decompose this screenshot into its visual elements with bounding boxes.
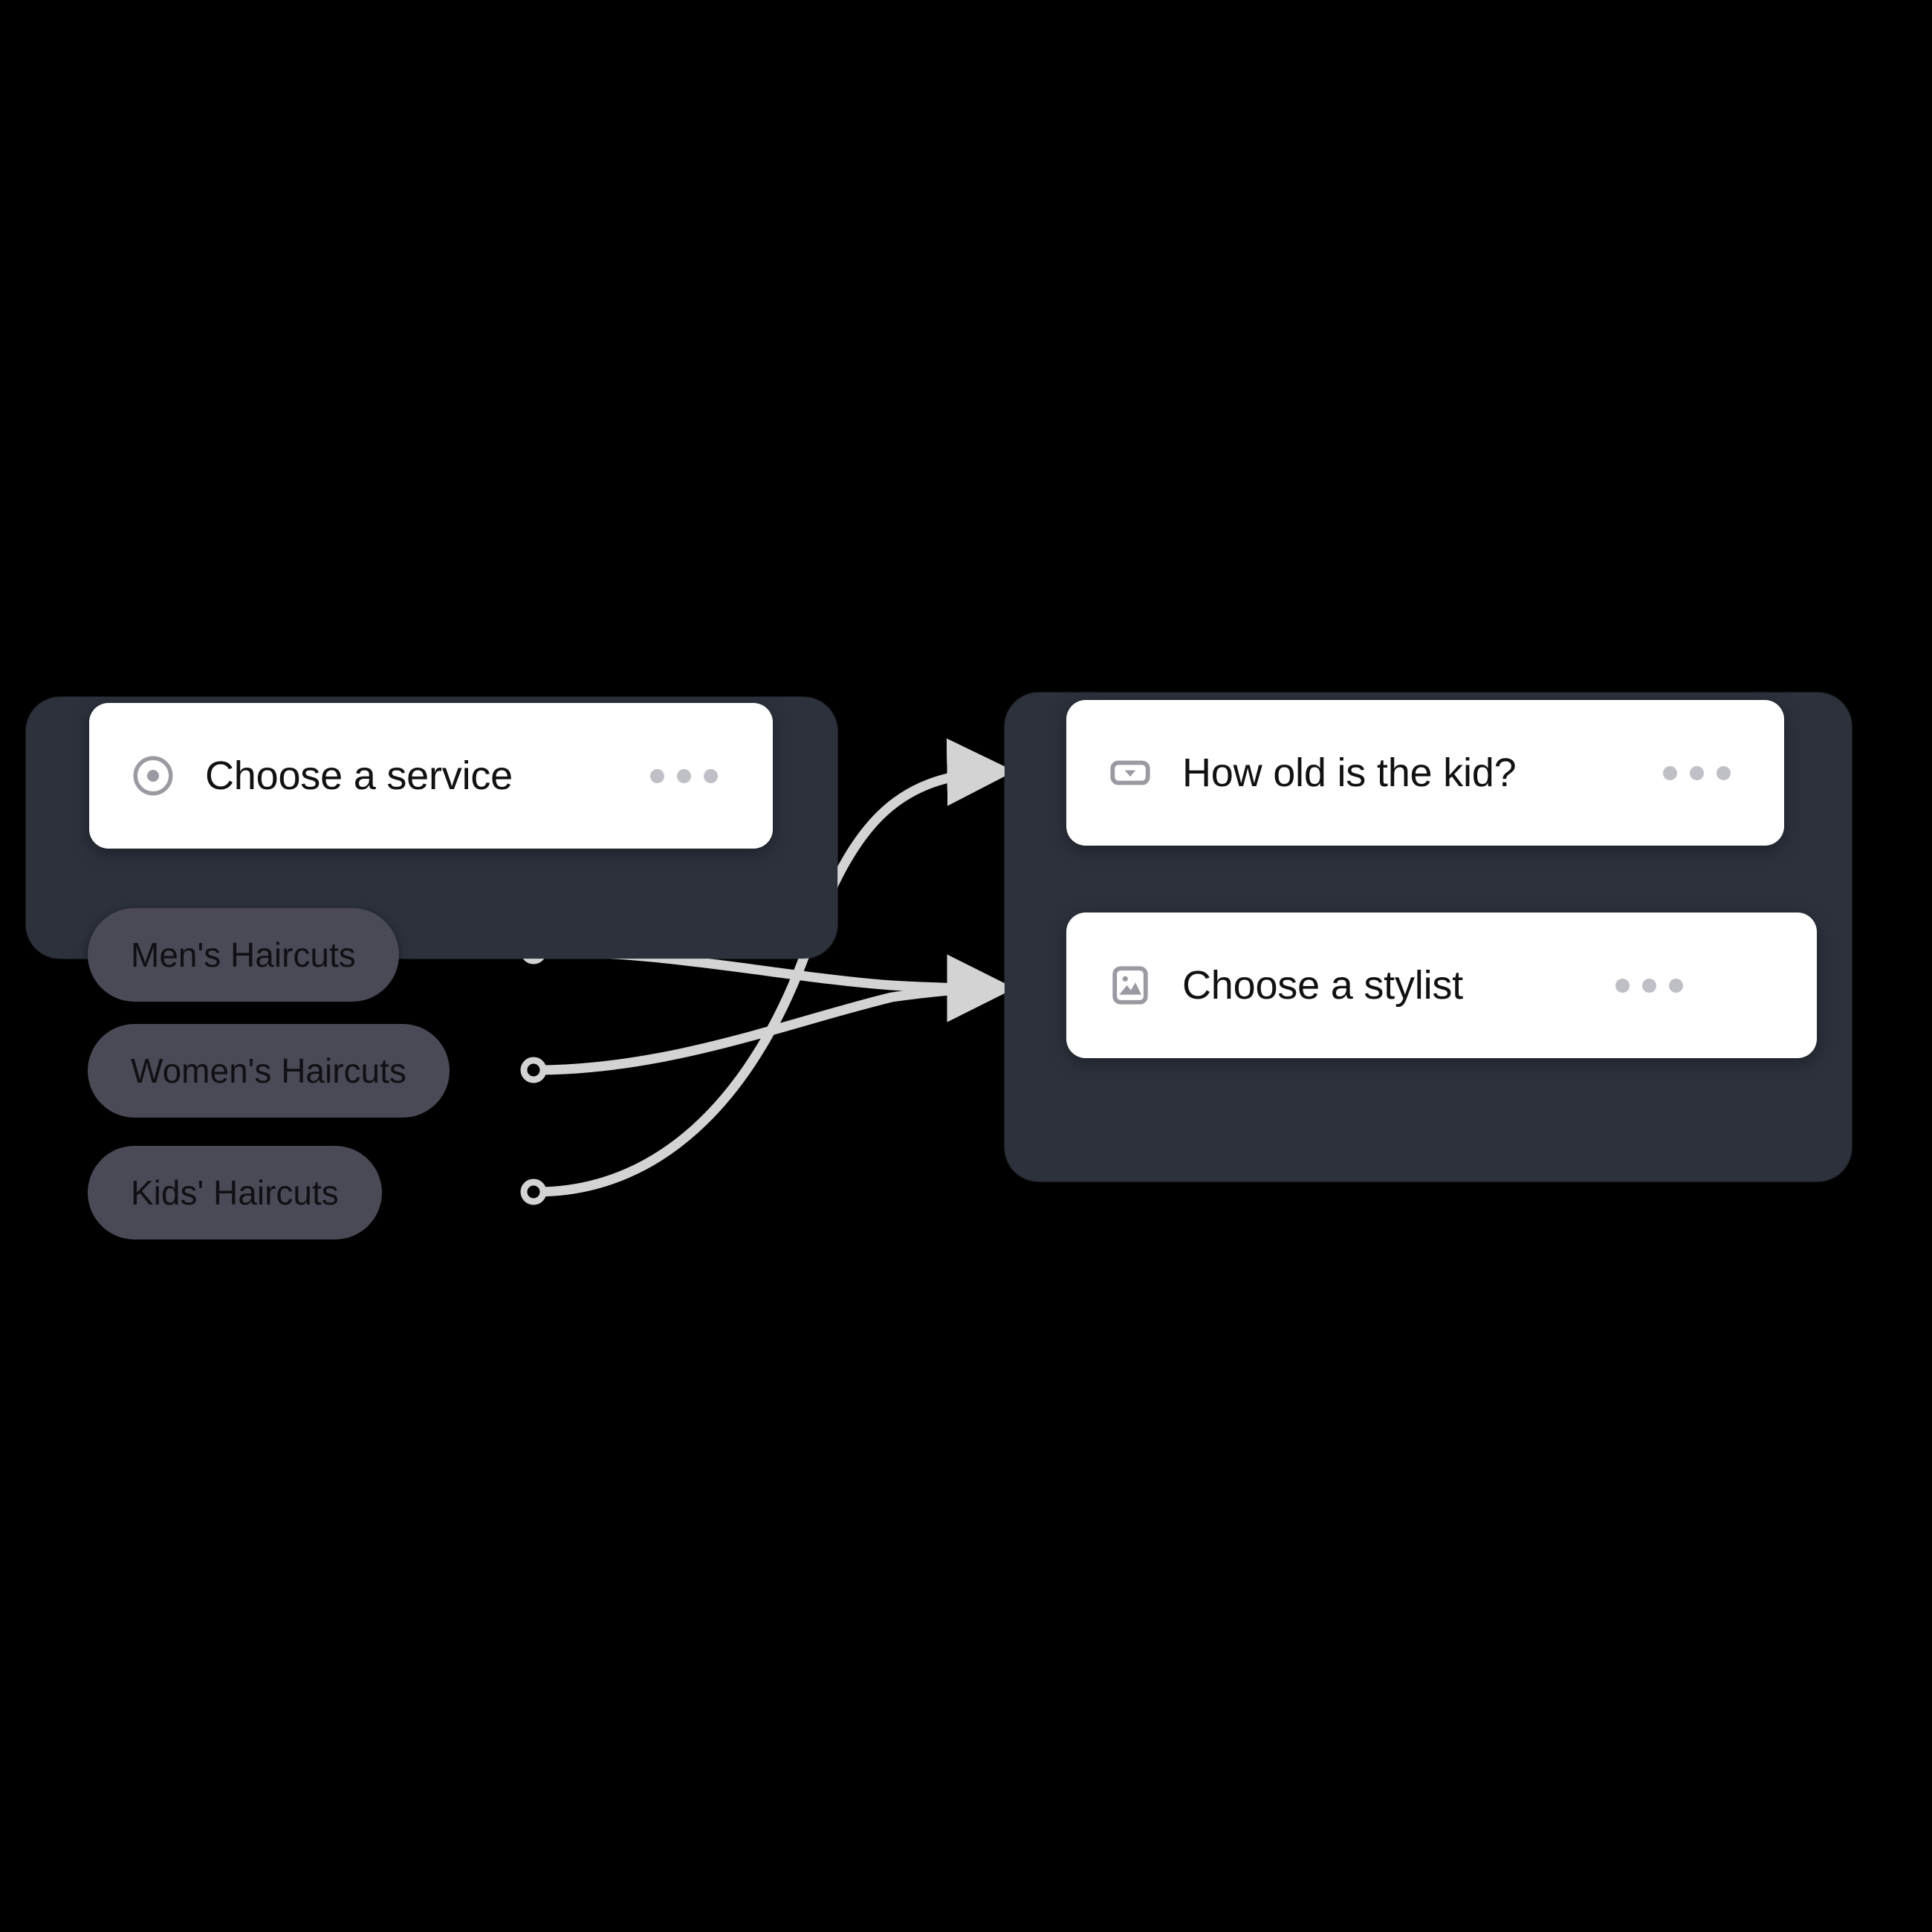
menu-dot bbox=[1690, 765, 1704, 780]
node-title: How old is the kid? bbox=[1182, 751, 1517, 795]
option-pill-label: Men's Haircuts bbox=[131, 936, 356, 974]
node-title: Choose a service bbox=[205, 753, 513, 798]
node-more-options-button[interactable] bbox=[1615, 978, 1683, 993]
node-card-choose-a-service[interactable]: Choose a service bbox=[89, 703, 773, 849]
menu-dot bbox=[704, 768, 718, 783]
option-pill-mens-haircuts[interactable]: Men's Haircuts bbox=[88, 908, 399, 1002]
option-pill-womens-haircuts[interactable]: Women's Haircuts bbox=[88, 1024, 450, 1118]
node-card-how-old-is-the-kid[interactable]: How old is the kid? bbox=[1066, 700, 1784, 846]
node-title: Choose a stylist bbox=[1182, 963, 1463, 1008]
womens-output-port[interactable] bbox=[520, 1057, 547, 1083]
option-pill-label: Women's Haircuts bbox=[131, 1051, 406, 1090]
option-pill-kids-haircuts[interactable]: Kids' Haircuts bbox=[88, 1146, 382, 1239]
menu-dot bbox=[1615, 978, 1630, 993]
menu-dot bbox=[1717, 765, 1731, 780]
target-radio-icon bbox=[129, 752, 177, 800]
menu-dot bbox=[1663, 765, 1677, 780]
dropdown-select-icon bbox=[1106, 749, 1154, 797]
node-more-options-button[interactable] bbox=[650, 768, 718, 783]
node-more-options-button[interactable] bbox=[1663, 765, 1731, 780]
menu-dot bbox=[650, 768, 664, 783]
option-pill-label: Kids' Haircuts bbox=[131, 1173, 339, 1212]
menu-dot bbox=[1642, 978, 1656, 993]
kids-output-port[interactable] bbox=[520, 1179, 547, 1205]
edge-womens-to-stylist bbox=[531, 954, 1015, 1075]
menu-dot bbox=[1669, 978, 1683, 993]
image-picker-icon bbox=[1106, 962, 1154, 1009]
menu-dot bbox=[677, 768, 691, 783]
node-card-choose-a-stylist[interactable]: Choose a stylist bbox=[1066, 912, 1817, 1058]
